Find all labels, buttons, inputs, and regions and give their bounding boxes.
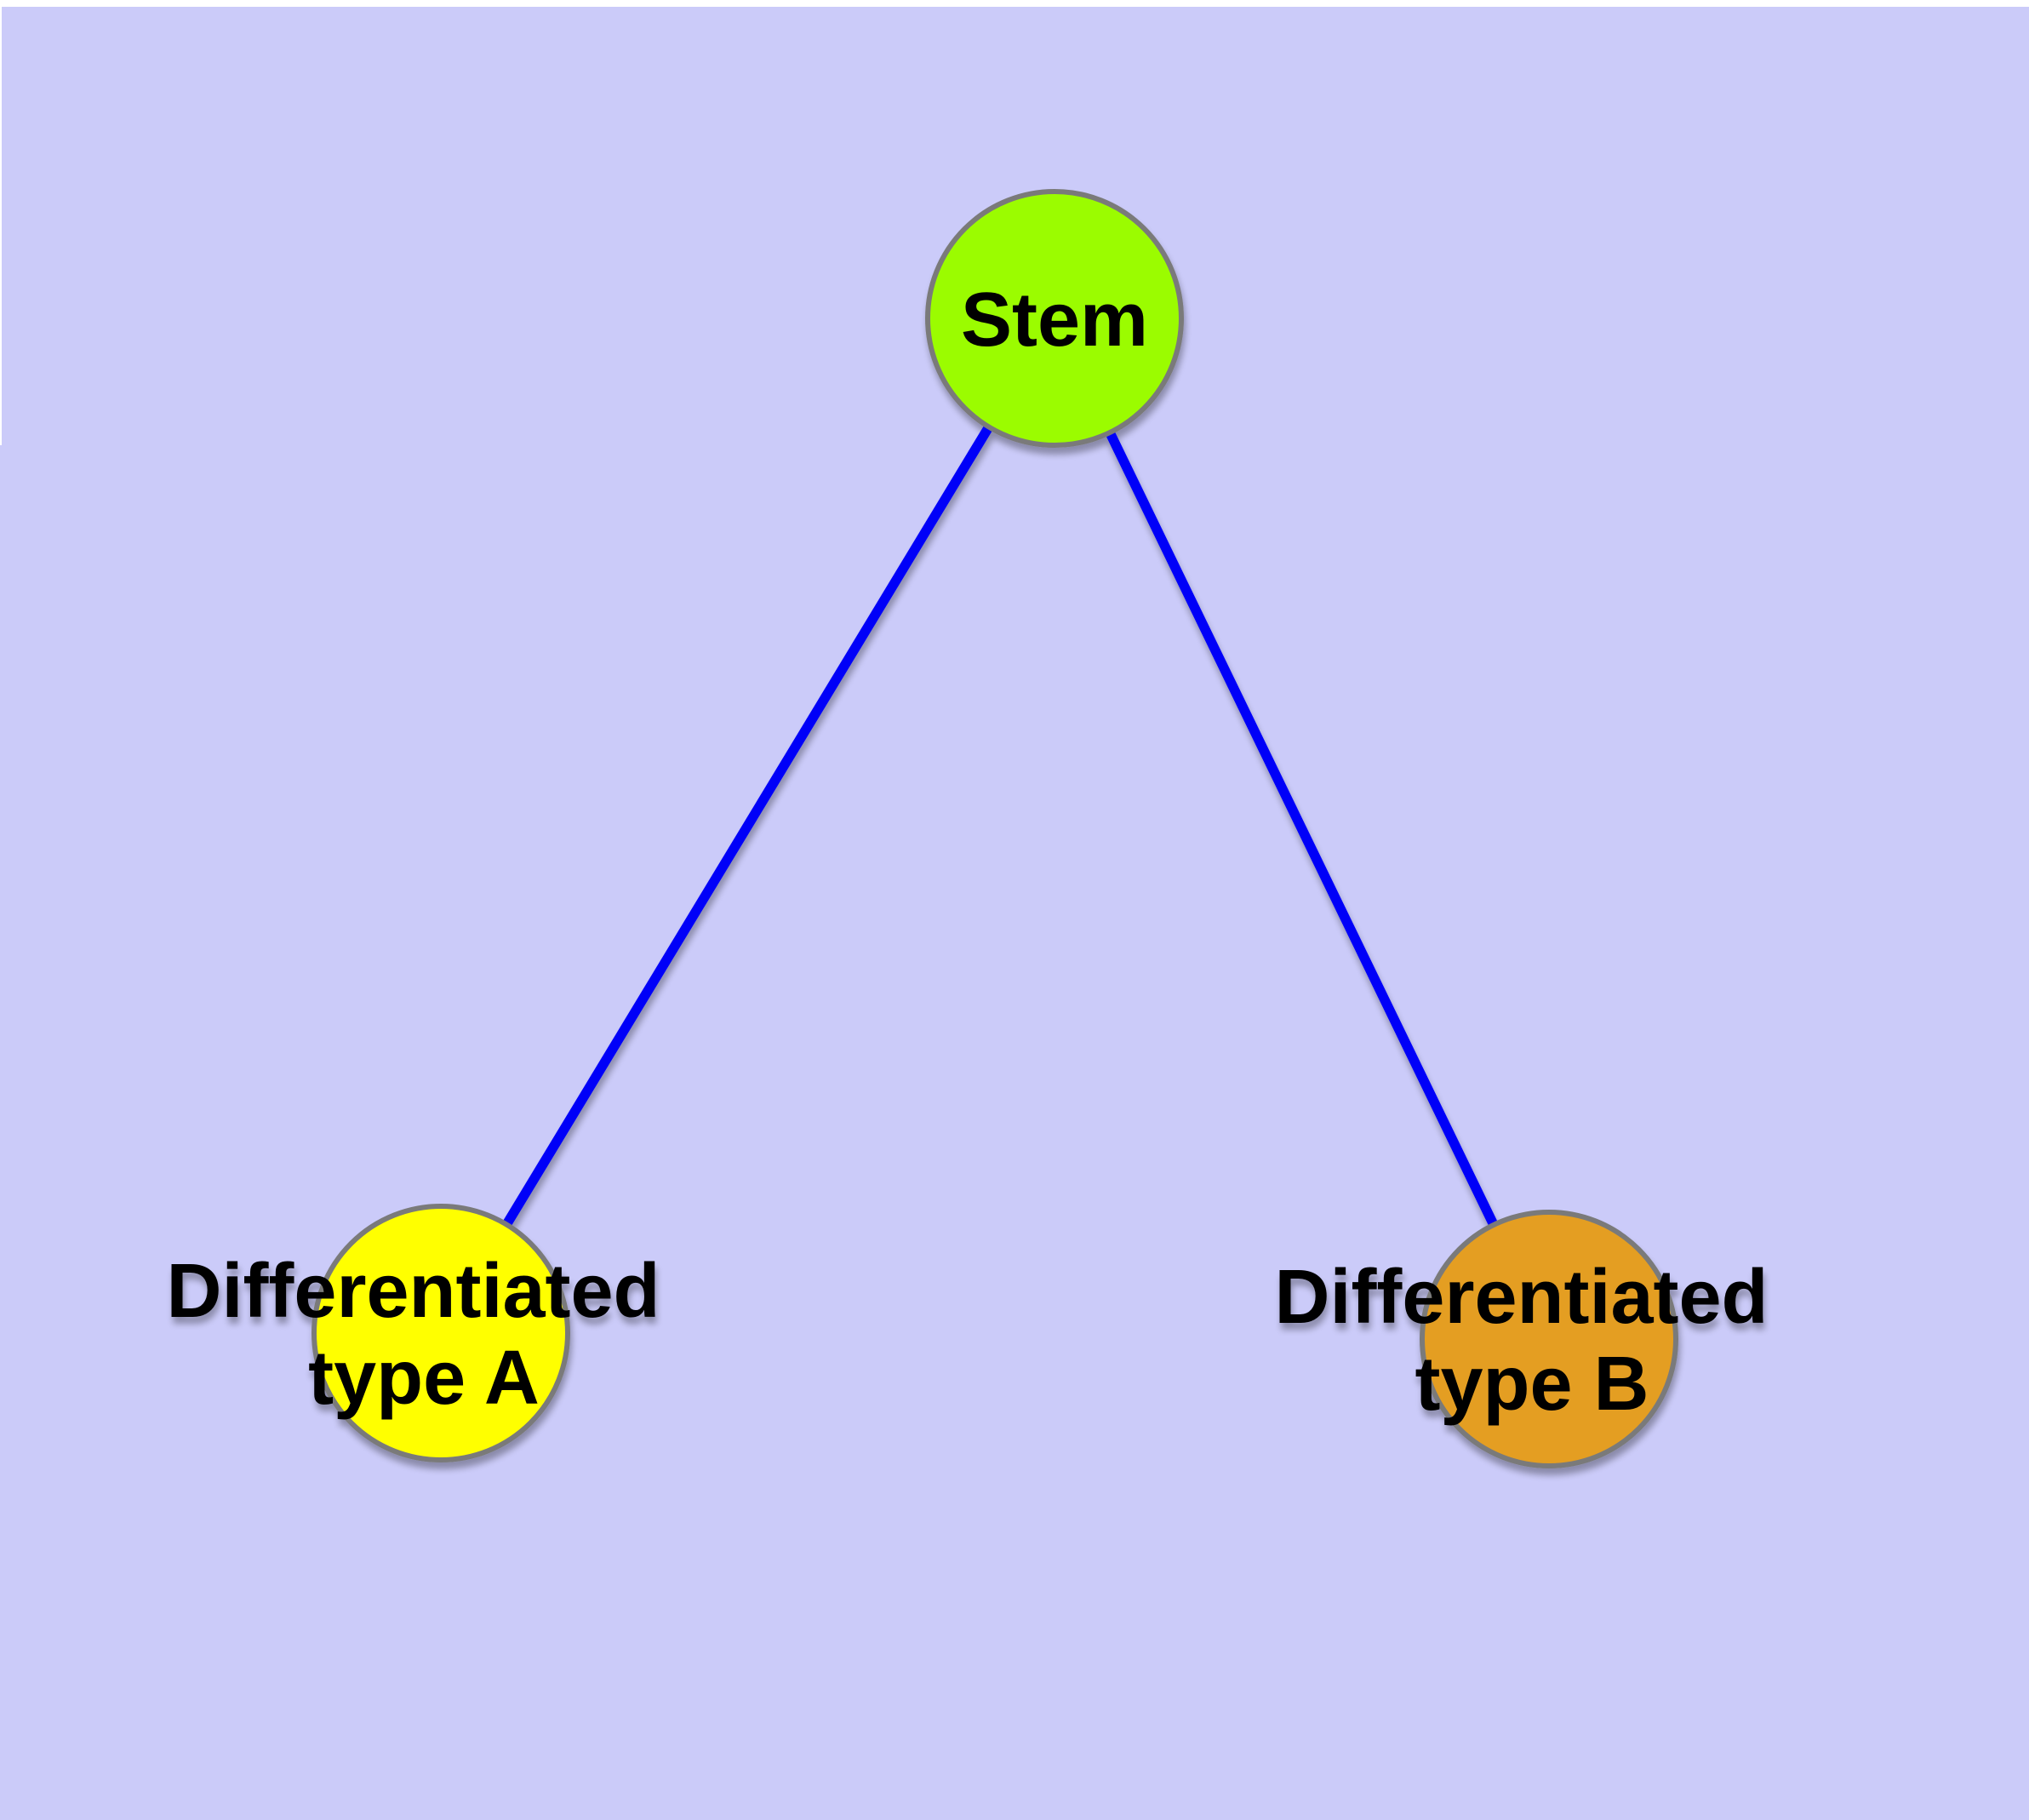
graph-group: Stem Differentiated type A Differentiate… (166, 189, 1789, 1468)
node-type-b-label: Differentiated type B (1274, 1255, 1789, 1427)
node-type-b (1420, 1210, 1678, 1468)
node-type-b-label-line2: type B (1415, 1342, 1649, 1427)
node-type-a-label-line2: type A (308, 1336, 540, 1421)
left-margin-sliver (0, 7, 2, 445)
top-margin-strip (0, 0, 2029, 7)
node-stem-label: Stem (961, 278, 1148, 363)
node-type-a (311, 1204, 570, 1462)
node-stem (925, 189, 1184, 448)
edge-stem-to-type-a (437, 316, 1059, 1336)
node-type-a-label-line1: Differentiated (166, 1249, 660, 1334)
edge-stem-to-type-b (1049, 316, 1554, 1342)
node-type-a-label: Differentiated type A (166, 1249, 681, 1421)
node-type-b-label-line1: Differentiated (1274, 1255, 1768, 1340)
